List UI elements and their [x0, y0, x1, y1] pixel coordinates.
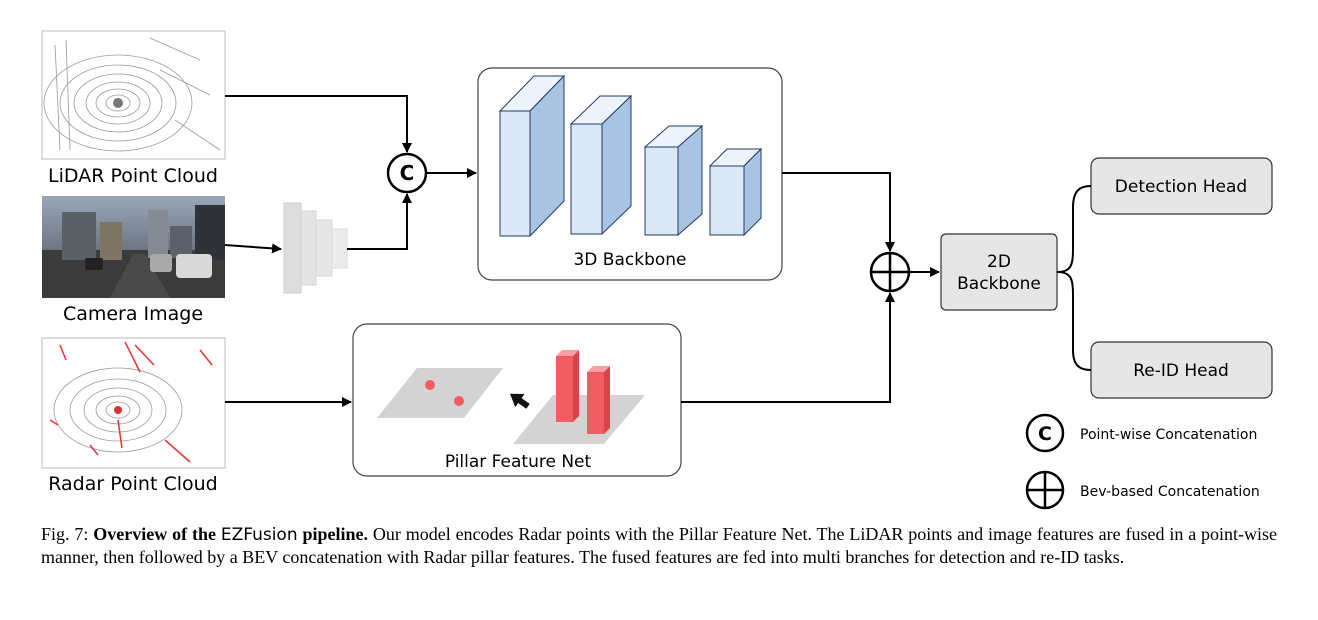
bev-concat-node [869, 251, 911, 293]
concat-symbol: C [400, 161, 415, 185]
legend: C Point-wise Concatenation Bev-based Con… [1025, 413, 1260, 510]
detection-head-block: Detection Head [1090, 157, 1273, 215]
detection-head-label: Detection Head [1115, 177, 1247, 197]
caption-title-name: EZFusion [220, 525, 298, 545]
camera-label: Camera Image [63, 303, 203, 325]
camera-image [42, 196, 225, 298]
legend-pointwise: C Point-wise Concatenation [1025, 413, 1257, 453]
pipeline-diagram: LiDAR Point Cloud Camera Image Radar Poi… [41, 30, 1273, 510]
backbone-3d-block: 3D Backbone [477, 67, 783, 281]
figure-caption: Fig. 7: Overview of the EZFusion pipelin… [41, 523, 1277, 568]
legend-bev-label: Bev-based Concatenation [1080, 484, 1260, 500]
legend-pointwise-label: Point-wise Concatenation [1080, 427, 1257, 443]
legend-bev: Bev-based Concatenation [1025, 470, 1260, 510]
caption-title-a: Overview of the [93, 524, 216, 544]
image-feature-encoder [283, 202, 348, 294]
pillar-feature-net-label: Pillar Feature Net [445, 452, 592, 472]
caption-prefix: Fig. 7: [41, 524, 89, 544]
backbone-2d-line1: 2D [987, 252, 1011, 272]
backbone-2d-block: 2D Backbone [940, 233, 1058, 311]
legend-concat-symbol: C [1038, 423, 1052, 445]
backbone-3d-label: 3D Backbone [573, 250, 686, 270]
pillar-feature-net-block: Pillar Feature Net [352, 323, 682, 477]
radar-point-cloud-image [41, 337, 226, 469]
connectors [224, 95, 1092, 407]
caption-body: Our model encodes Radar points with the … [41, 524, 1278, 567]
radar-label: Radar Point Cloud [48, 473, 217, 495]
backbone-2d-line2: Backbone [957, 274, 1041, 294]
lidar-label: LiDAR Point Cloud [48, 165, 218, 187]
lidar-point-cloud-image [41, 30, 226, 160]
pointwise-concat-node: C [386, 152, 428, 194]
reid-head-block: Re-ID Head [1090, 341, 1273, 399]
caption-title-b: pipeline. [302, 524, 368, 544]
reid-head-label: Re-ID Head [1133, 361, 1229, 381]
